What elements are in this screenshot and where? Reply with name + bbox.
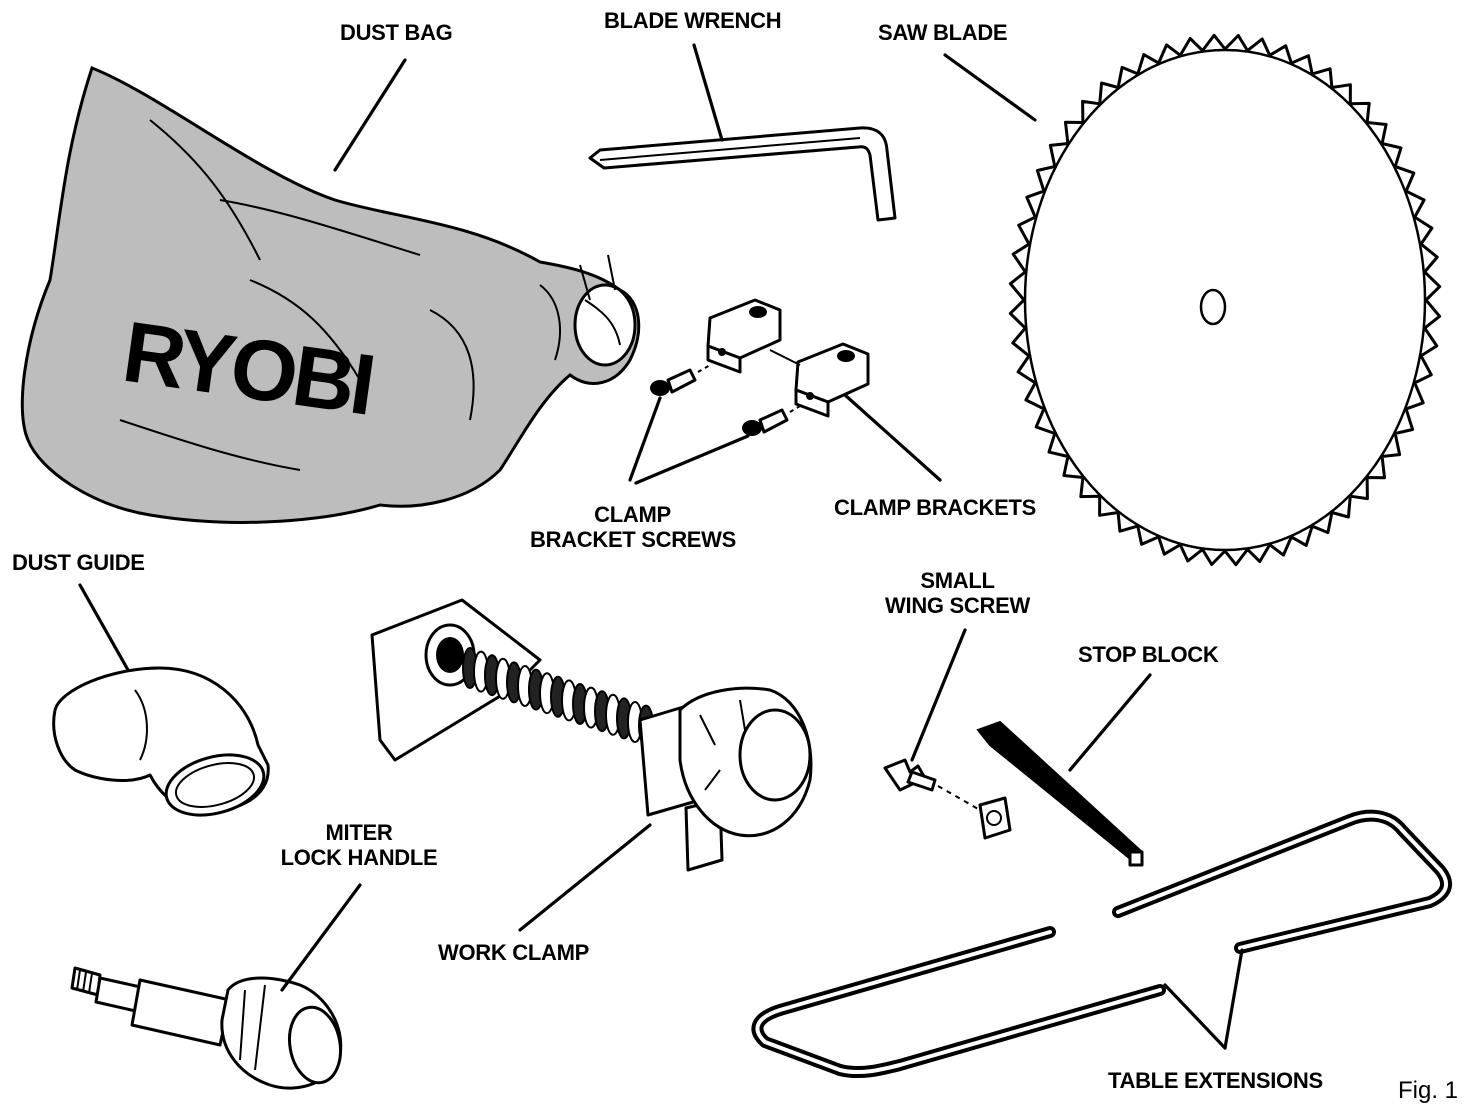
table-extensions-label: TABLE EXTENSIONS: [1108, 1068, 1323, 1093]
dust-guide-label: DUST GUIDE: [12, 550, 145, 575]
clamp-bracket-screws: [650, 363, 801, 436]
clamp-bracket-screws-label: CLAMP BRACKET SCREWS: [530, 502, 737, 552]
small-wing-screw: [883, 758, 981, 811]
clamp-bracket-screws-label-line1: CLAMP: [594, 502, 671, 527]
small-wing-screw-label: SMALL WING SCREW: [880, 568, 1035, 618]
saw-blade-label: SAW BLADE: [878, 20, 1008, 45]
clamp-brackets-label: CLAMP BRACKETS: [834, 495, 1036, 520]
table-extensions: [751, 809, 1453, 1079]
blade-wrench-label: BLADE WRENCH: [604, 8, 782, 33]
small-wing-screw-label-line1: SMALL: [920, 568, 995, 593]
saw-blade: [1008, 33, 1442, 567]
clamp-brackets: [706, 298, 870, 418]
blade-wrench: [588, 126, 897, 222]
work-clamp-label: WORK CLAMP: [438, 940, 589, 965]
stop-block-label: STOP BLOCK: [1078, 642, 1219, 667]
dust-bag: RYOBI: [20, 66, 641, 524]
miter-lock-handle-label-line2: LOCK HANDLE: [280, 845, 438, 870]
clamp-bracket-screws-label-line2: BRACKET SCREWS: [530, 527, 737, 552]
dust-bag-label: DUST BAG: [340, 20, 453, 45]
stop-block: [976, 720, 1144, 867]
miter-lock-handle: [70, 966, 343, 1090]
figure-label: Fig. 1: [1398, 1077, 1459, 1104]
work-clamp: [370, 598, 813, 872]
leader-lines: [78, 43, 1244, 1050]
dust-guide: [52, 666, 270, 817]
small-wing-screw-label-line2: WING SCREW: [885, 593, 1030, 618]
miter-lock-handle-label: MITER LOCK HANDLE: [275, 820, 443, 870]
miter-lock-handle-label-line1: MITER: [325, 820, 393, 845]
